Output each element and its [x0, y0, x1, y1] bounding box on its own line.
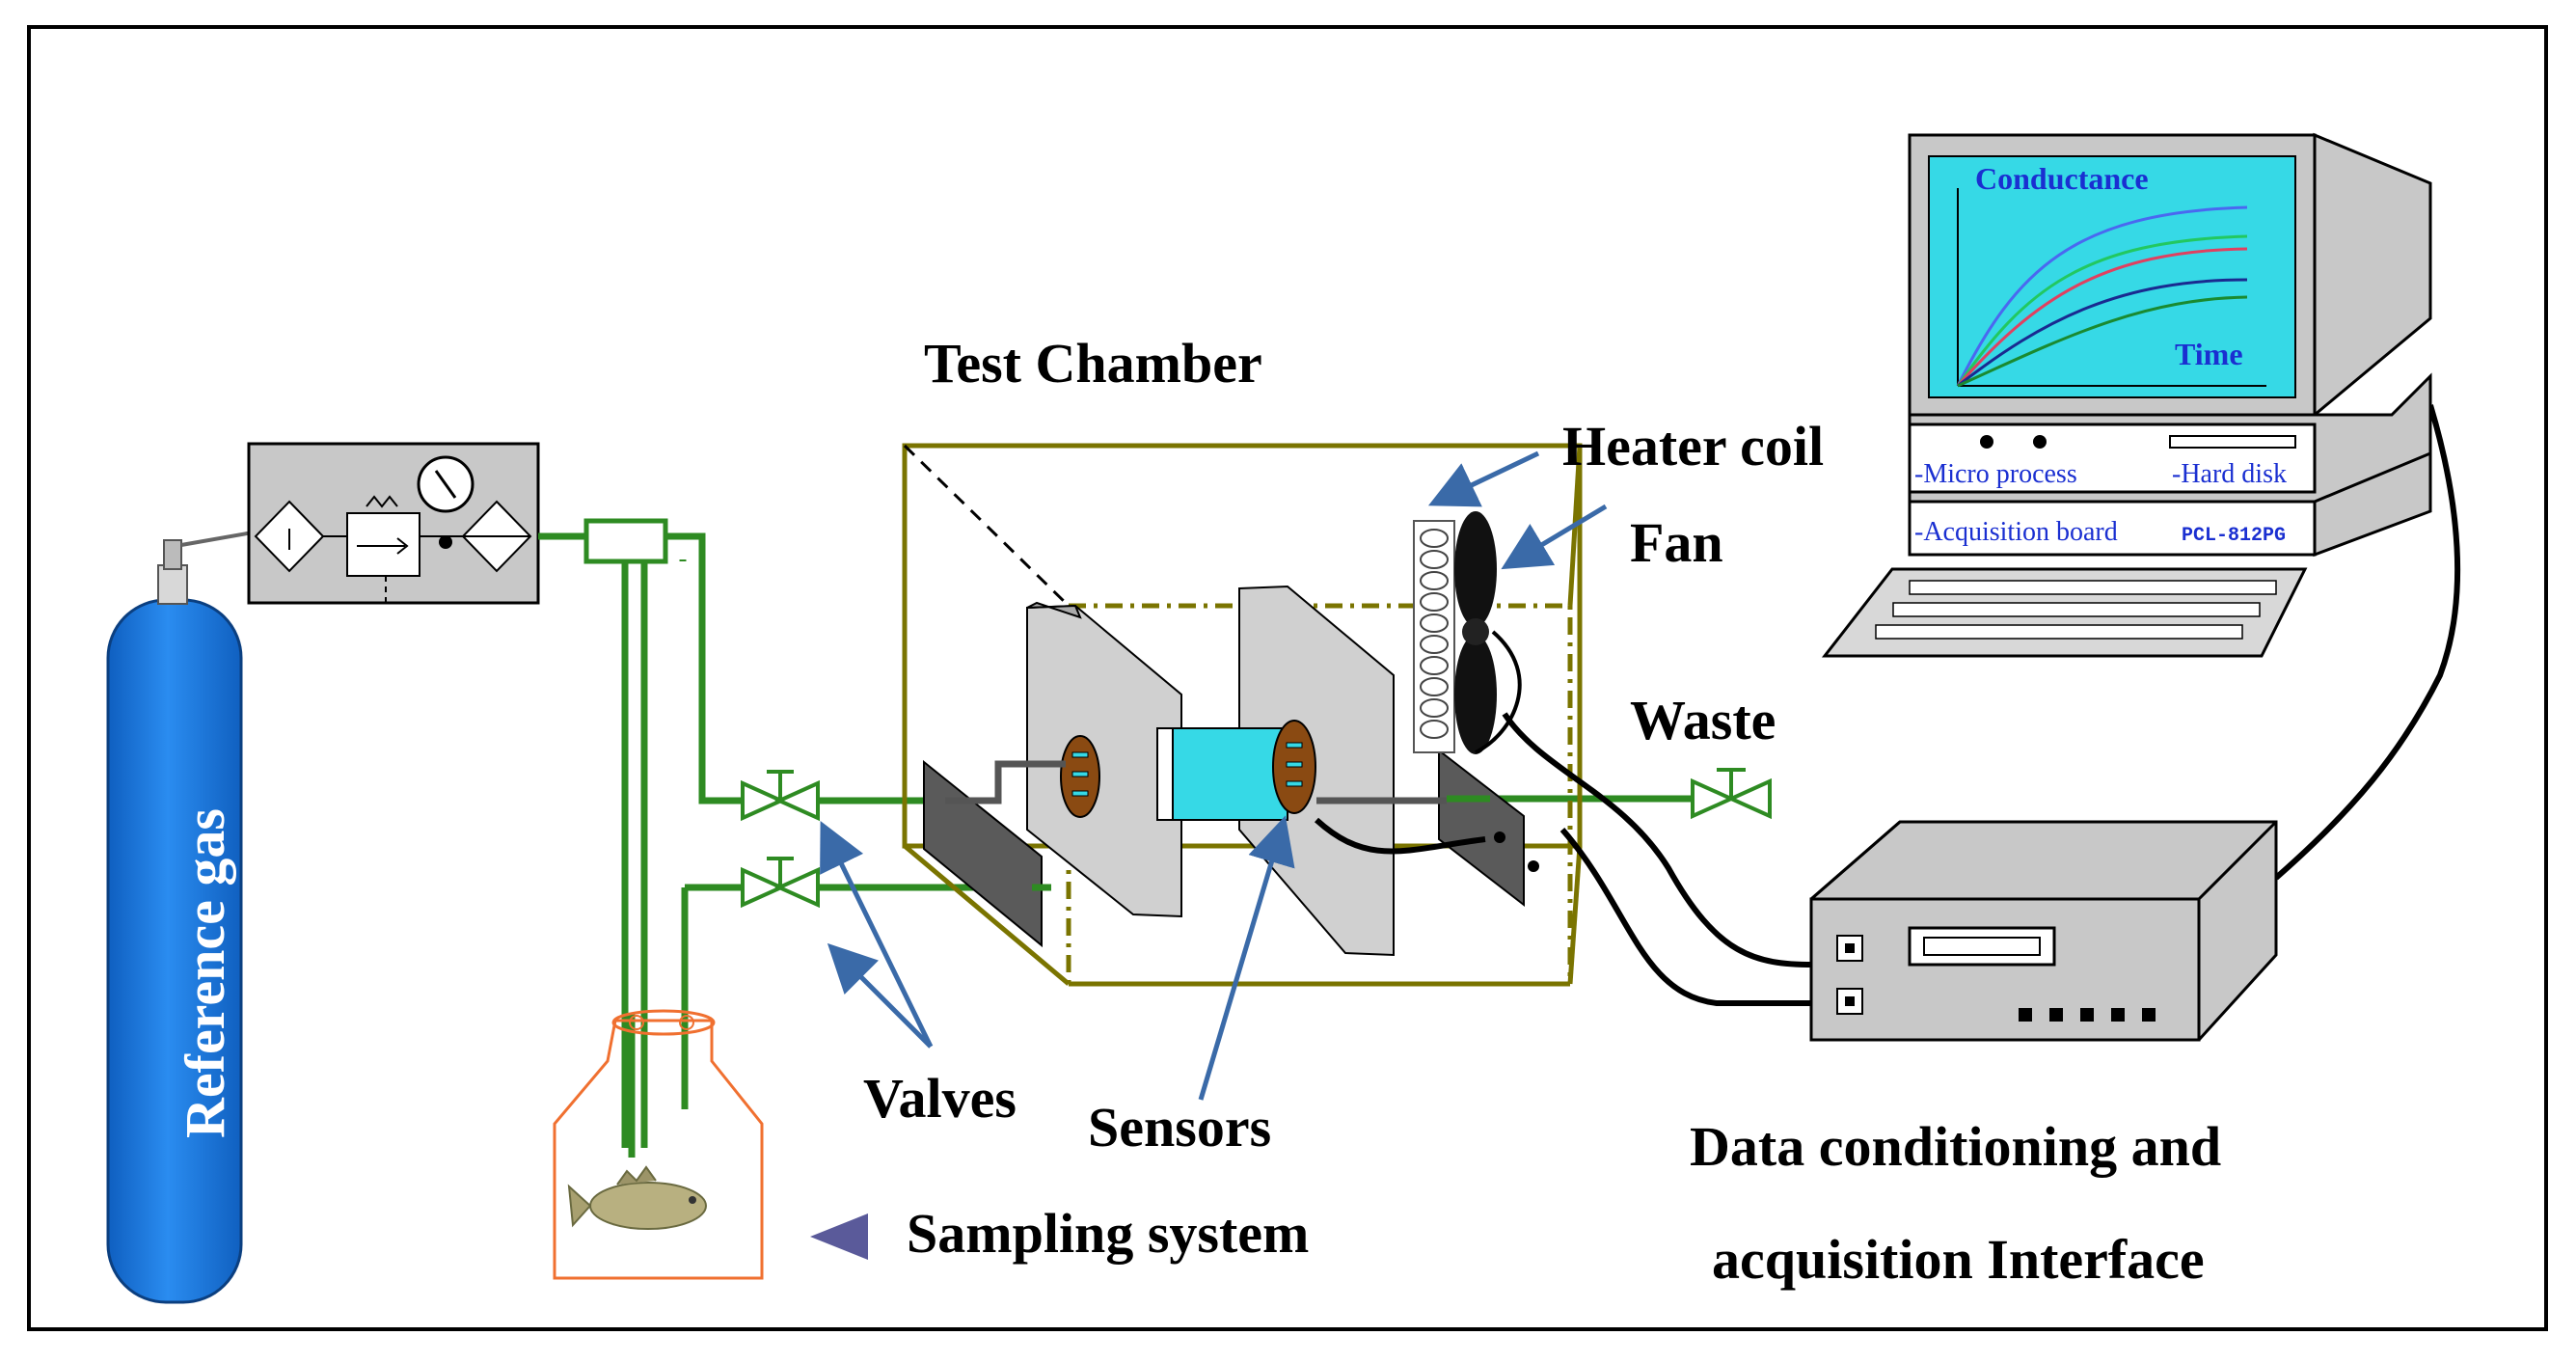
fan	[1454, 511, 1522, 754]
panel-acquisition-board: -Acquisition board	[1914, 517, 2118, 547]
data-interface-box	[1809, 820, 2278, 1042]
label-interface-line2: acquisition Interface	[1712, 1228, 2205, 1291]
computer: Conductance Time -Micro process -Hard di…	[1821, 132, 2432, 658]
panel-micro-process: -Micro process	[1914, 459, 2077, 489]
pipe-network	[538, 518, 1693, 1148]
waste-valve	[1691, 768, 1772, 820]
splitter	[583, 518, 668, 564]
sensor-tube	[1161, 727, 1288, 821]
outer-border	[27, 25, 2548, 1331]
heater-coil	[1413, 520, 1455, 753]
valve-2	[741, 857, 820, 909]
label-waste: Waste	[1630, 689, 1776, 751]
valve-1	[741, 770, 820, 822]
panel-hard-disk: -Hard disk	[2172, 459, 2287, 489]
panel-board-id: PCL-812PG	[2182, 525, 2286, 547]
label-interface-line1: Data conditioning and	[1690, 1115, 2221, 1178]
gas-regulator-unit	[247, 442, 540, 605]
label-arrows	[820, 450, 1608, 1101]
label-heater-coil: Heater coil	[1562, 415, 1824, 477]
signal-cables	[1314, 404, 2461, 1006]
label-sensors: Sensors	[1088, 1096, 1271, 1159]
label-sampling-system: Sampling system	[907, 1202, 1309, 1265]
test-chamber	[902, 443, 1583, 987]
monitor-screen	[1928, 155, 2296, 398]
monitor-x-label: Time	[2175, 337, 2243, 371]
sampling-arrow	[810, 1213, 868, 1260]
reference-gas-label: Reference gas	[174, 808, 236, 1138]
reference-gas-cylinder: Reference gas	[106, 539, 243, 1304]
label-test-chamber: Test Chamber	[924, 332, 1262, 395]
monitor-y-label: Conductance	[1975, 161, 2149, 196]
label-fan: Fan	[1630, 511, 1723, 574]
keyboard	[1821, 567, 2308, 658]
label-valves: Valves	[863, 1067, 1017, 1130]
fish-icon	[567, 1165, 707, 1230]
sampling-jar	[553, 1009, 764, 1280]
